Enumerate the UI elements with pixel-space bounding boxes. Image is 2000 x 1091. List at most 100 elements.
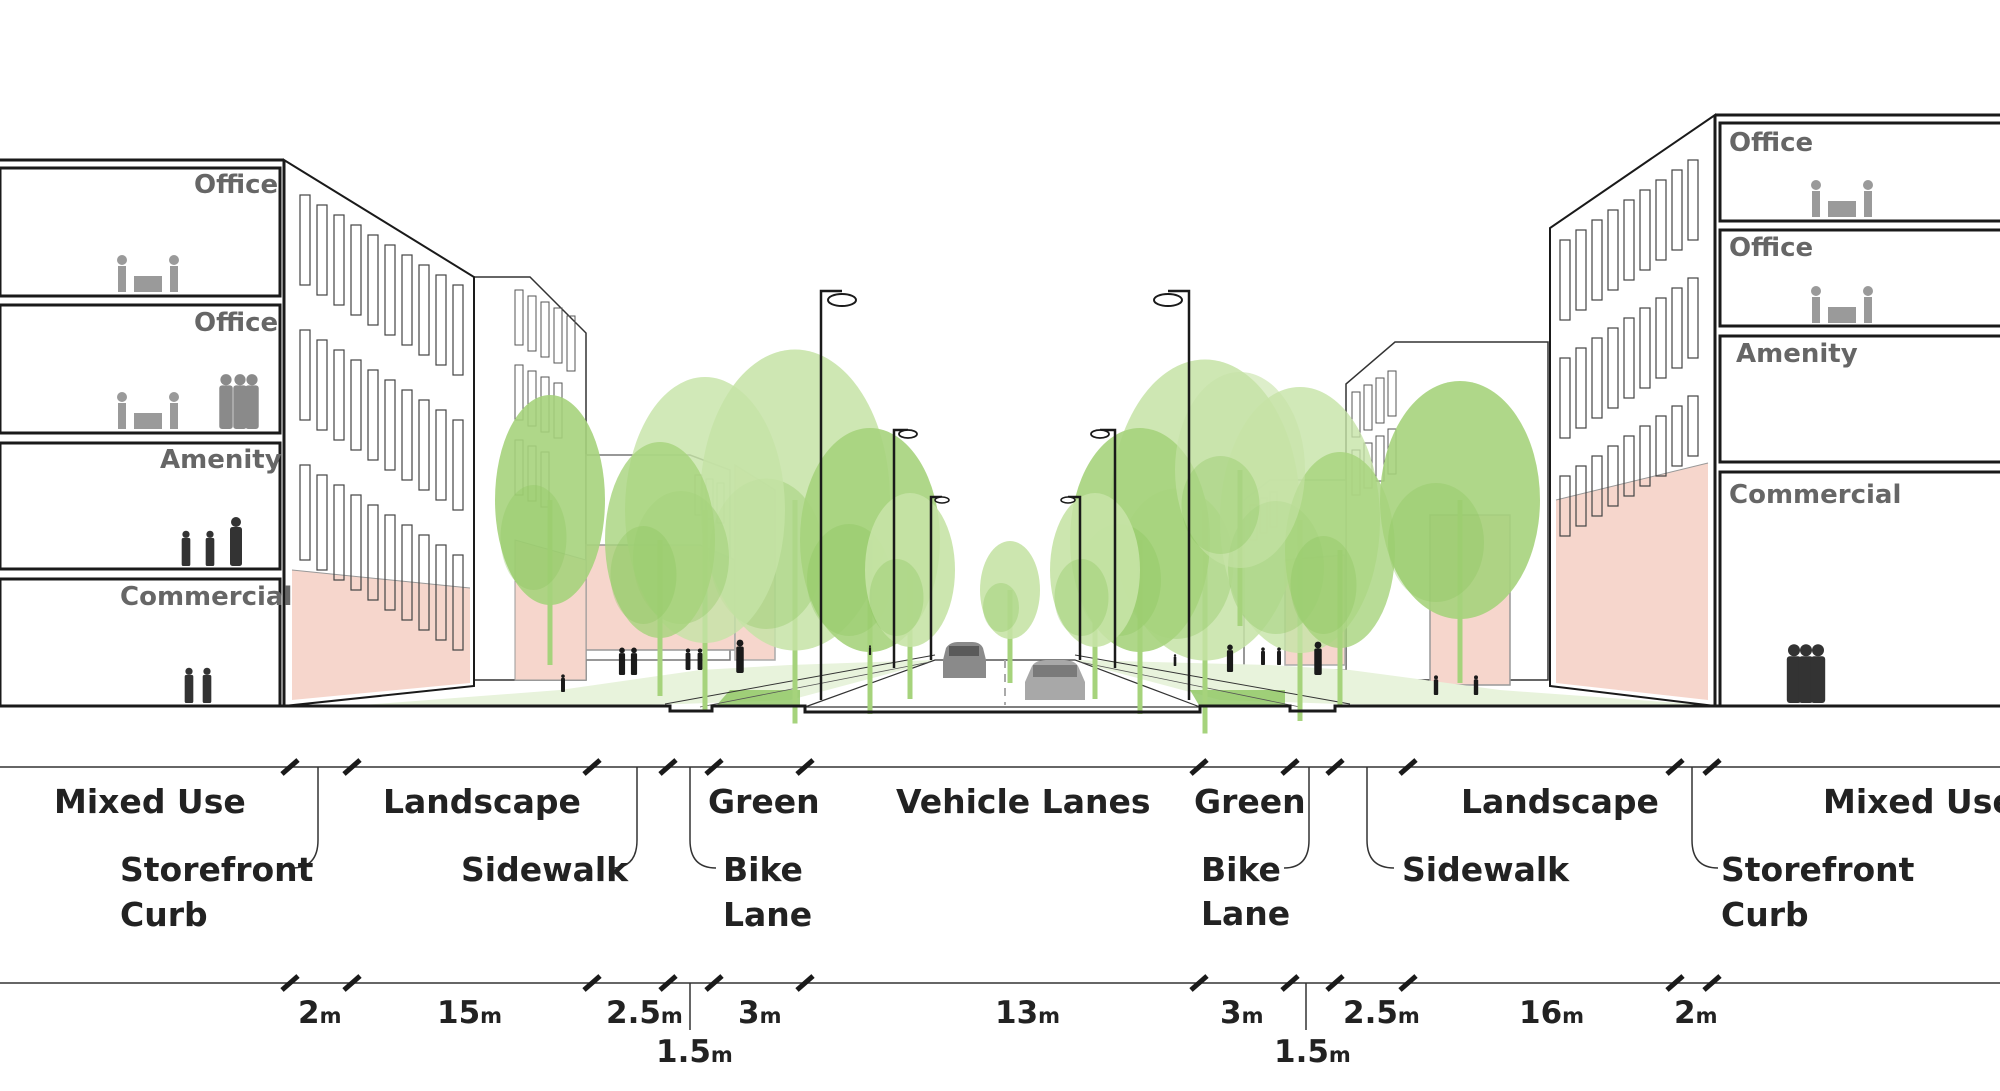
label-right-mixed-use: Mixed Use [1823, 782, 2000, 821]
car-near [1025, 660, 1085, 700]
person-silhouette [1226, 644, 1234, 672]
dim-left-landscape: 15m [437, 995, 503, 1031]
right-floor-office-upper: Office [1729, 128, 1814, 158]
label-left-curb: Curb [120, 895, 208, 934]
person-silhouette [1810, 644, 1826, 703]
tree [980, 541, 1040, 683]
person-silhouette [184, 667, 194, 703]
right-building-windows [1559, 159, 1699, 537]
left-floor-commercial: Commercial [120, 582, 293, 612]
leader-left-storefront [291, 767, 319, 869]
label-left-lane: Lane [723, 895, 813, 934]
dimension-ticks [280, 758, 1722, 992]
dimension-tick [1702, 974, 1722, 992]
person-silhouette [233, 374, 247, 429]
person-silhouette [1314, 641, 1322, 675]
leader-right-storefront [1691, 767, 1719, 869]
street-trees [495, 349, 1540, 734]
desk-figure [1811, 286, 1873, 323]
tree [495, 395, 605, 665]
dimension-tick [1702, 758, 1722, 776]
person-silhouette [205, 530, 215, 566]
tree [1285, 452, 1395, 706]
person-silhouette [618, 647, 626, 675]
car-far [943, 642, 986, 678]
street-light-right-far [1060, 495, 1082, 660]
dim-left-sidewalk: 2.5m [606, 995, 683, 1031]
dimension-tick [582, 758, 602, 776]
person-silhouette [1277, 647, 1281, 665]
dimension-tick [1325, 758, 1345, 776]
person-silhouette [868, 645, 872, 655]
dimension-tick [1398, 758, 1418, 776]
left-floor-office-upper: Office [194, 170, 279, 200]
dimension-tick [342, 974, 362, 992]
dimension-tick [658, 758, 678, 776]
dim-right-green: 3m [1220, 995, 1264, 1031]
dimension-tick [1665, 974, 1685, 992]
right-floor-commercial: Commercial [1729, 480, 1902, 510]
dimension-tick [280, 974, 300, 992]
dimension-tick [1189, 974, 1209, 992]
person-silhouette [230, 517, 242, 566]
desk-figure [117, 255, 179, 292]
person-silhouette [736, 639, 744, 673]
tree [1380, 381, 1540, 683]
left-building-side [283, 158, 475, 708]
person-silhouette [685, 648, 691, 670]
label-left-green: Green [708, 782, 820, 821]
dimension-tick [704, 758, 724, 776]
dim-right-sidewalk: 2.5m [1343, 995, 1420, 1031]
dimension-tick [704, 974, 724, 992]
left-building-windows [299, 194, 464, 651]
street-light-left-near [819, 289, 857, 700]
dim-right-bike: 1.5m [1274, 1034, 1351, 1070]
person-silhouette [245, 374, 259, 429]
person-silhouette [1173, 654, 1177, 666]
label-right-landscape: Landscape [1461, 782, 1659, 821]
label-leaders [291, 767, 1719, 1030]
leader-right-bike [1283, 767, 1310, 869]
dim-left-storefront: 2m [298, 995, 342, 1031]
leader-left-bike [689, 767, 717, 869]
street-light-right-mid [1090, 428, 1117, 668]
person-silhouette [1261, 647, 1265, 665]
dim-vehicle-lanes: 13m [995, 995, 1061, 1031]
tree [1175, 372, 1305, 626]
dimension-tick [795, 974, 815, 992]
dimension-tick [1665, 758, 1685, 776]
label-left-sidewalk: Sidewalk [461, 850, 629, 889]
dim-right-storefront: 2m [1674, 995, 1718, 1031]
label-right-sidewalk: Sidewalk [1402, 850, 1570, 889]
label-right-storefront: Storefront [1721, 850, 1915, 889]
desk-figure [1811, 180, 1873, 217]
left-floor-amenity: Amenity [160, 445, 282, 475]
dimension-tick [1189, 758, 1209, 776]
label-left-storefront: Storefront [120, 850, 314, 889]
dimension-tick [582, 974, 602, 992]
label-right-bike: Bike [1201, 850, 1281, 889]
tree [1050, 493, 1140, 699]
left-floor-office-lower: Office [194, 308, 279, 338]
person-silhouette [1473, 675, 1479, 695]
interior-figures [117, 180, 1873, 703]
person-silhouette [219, 374, 233, 429]
dim-left-green: 3m [738, 995, 782, 1031]
label-left-landscape: Landscape [383, 782, 581, 821]
person-silhouette [697, 648, 703, 670]
dim-left-bike: 1.5m [656, 1034, 733, 1070]
street-light-left-far [929, 495, 950, 660]
desk-figure [117, 392, 179, 429]
person-silhouette [1798, 644, 1814, 703]
right-building-side [1549, 113, 1716, 708]
label-right-lane: Lane [1201, 894, 1291, 933]
label-left-mixed-use: Mixed Use [54, 782, 246, 821]
leader-left-sidewalk [611, 767, 638, 869]
left-building-front [0, 158, 286, 708]
person-silhouette [1786, 644, 1802, 703]
label-right-green: Green [1194, 782, 1306, 821]
label-left-bike: Bike [723, 850, 803, 889]
ground-line [0, 704, 2000, 714]
person-silhouette [630, 647, 638, 675]
